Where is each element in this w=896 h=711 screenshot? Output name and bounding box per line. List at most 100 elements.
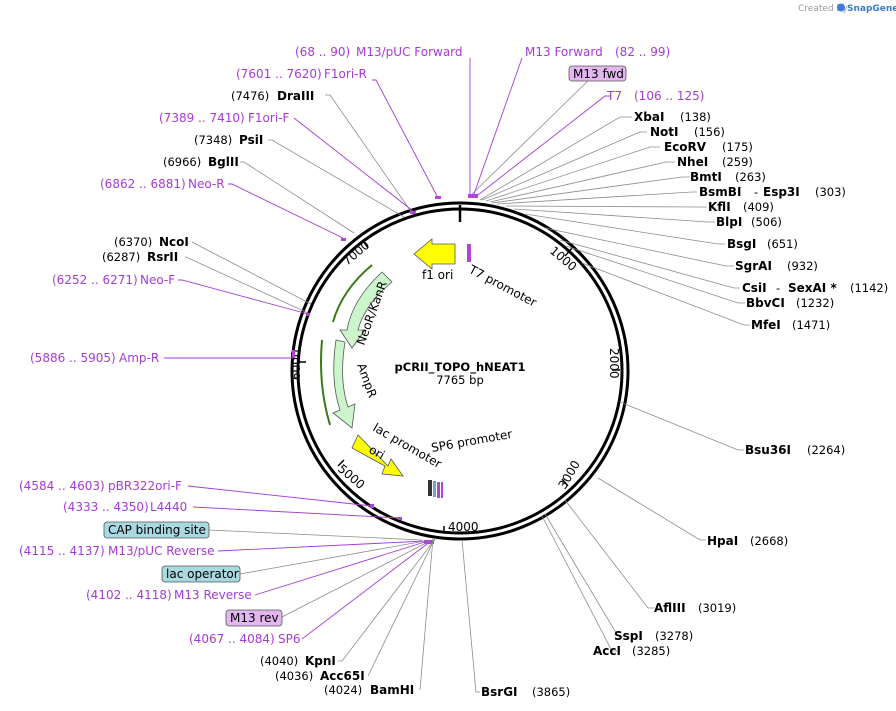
primer-name: M13 Reverse: [174, 588, 252, 602]
site-position: (6287): [102, 250, 140, 264]
site-position: (303): [815, 185, 846, 199]
site-leaders: [185, 94, 750, 693]
watermark-brand: SnapGene: [847, 4, 896, 14]
site-name: CsiI: [742, 281, 767, 295]
site-position: (6966): [163, 155, 201, 169]
site-separator: -: [754, 185, 758, 199]
site-name: BglII: [208, 155, 239, 169]
sp6-promoter-label: SP6 promoter: [430, 427, 513, 455]
boxed-feature-label: M13 fwd: [573, 67, 624, 81]
ruler-label-3000: 3000: [555, 458, 582, 491]
mcs-cluster: [428, 480, 443, 498]
site-position: (6370): [114, 235, 152, 249]
primer-range: (4102 .. 4118): [86, 588, 172, 602]
site-name: BsrGI: [481, 685, 518, 699]
primer-range: (6252 .. 6271): [52, 273, 138, 287]
primer-name: Neo-R: [188, 177, 225, 191]
site-position: (156): [694, 125, 725, 139]
t7-promoter-label: T7 promoter: [466, 262, 539, 310]
primer-range: (68 .. 90): [295, 45, 350, 59]
site-position: (175): [722, 140, 753, 154]
primer-range: (4584 .. 4603): [19, 479, 105, 493]
site-name: BamHI: [370, 683, 414, 697]
site-name: MfeI: [751, 318, 781, 332]
site-position: (409): [743, 200, 774, 214]
site-name: Esp3I: [763, 185, 800, 199]
primer-name: T7: [606, 89, 622, 103]
primer-name: L4440: [150, 500, 187, 514]
primer-range: (6862 .. 6881): [100, 177, 186, 191]
backbone-outer: [290, 201, 630, 541]
restriction-sites-right: XbaI (138) NotI (156) EcoRV (175) NheI (…: [481, 110, 888, 699]
boxed-feature-m13-rev[interactable]: M13 rev: [225, 609, 283, 627]
site-position: (932): [787, 259, 818, 273]
neor-kanr-arrow[interactable]: [339, 271, 393, 349]
boxed-feature-lac-operator[interactable]: lac operator: [161, 565, 241, 583]
primer-name: F1ori-F: [248, 111, 289, 125]
snapgene-logo-icon: [837, 3, 845, 12]
site-name: PsiI: [239, 133, 263, 147]
primer-range: (106 .. 125): [634, 89, 704, 103]
site-name: AccI: [593, 644, 621, 658]
primer-range: (5886 .. 5905): [30, 351, 116, 365]
site-name: SspI: [614, 629, 643, 643]
site-name: SexAI *: [788, 281, 837, 295]
primer-labels: (68 .. 90) M13/pUC Forward M13 Forward (…: [19, 45, 704, 646]
site-position: (7476): [231, 89, 269, 103]
site-position: (1471): [792, 318, 830, 332]
primer-range: (4115 .. 4137): [19, 544, 105, 558]
site-separator: -: [776, 281, 780, 295]
site-position: (7348): [194, 133, 232, 147]
site-position: (506): [751, 215, 782, 229]
boxed-feature-m13-fwd[interactable]: M13 fwd: [568, 65, 627, 82]
boxed-feature-label: M13 rev: [230, 611, 279, 625]
plasmid-name: pCRII_TOPO_hNEAT1: [395, 360, 526, 375]
site-position: (4036): [275, 669, 313, 683]
site-position: (3278): [655, 629, 693, 643]
boxed-feature-label: CAP binding site: [108, 523, 206, 537]
boxed-feature-cap-binding-site[interactable]: CAP binding site: [103, 521, 210, 539]
site-position: (4040): [260, 654, 298, 668]
site-name: KflI: [708, 200, 731, 214]
site-position: (2668): [750, 534, 788, 548]
ruler-label-6000: 6000: [289, 349, 303, 380]
site-name: AflIII: [654, 601, 686, 615]
ruler-label-4000: 4000: [448, 520, 479, 534]
f1-ori-label: f1 ori: [422, 268, 453, 282]
site-position: (3285): [632, 644, 670, 658]
site-position: (263): [735, 170, 766, 184]
primer-range: (7601 .. 7620): [236, 67, 322, 81]
primer-range: (82 .. 99): [615, 45, 670, 59]
primer-name: pBR322ori-F: [108, 479, 182, 493]
site-name: BlpI: [716, 215, 742, 229]
site-position: (1232): [796, 296, 834, 310]
primer-name: F1ori-R: [324, 67, 367, 81]
site-name: EcoRV: [664, 140, 707, 154]
ruler-label-7000: 7000: [340, 238, 372, 268]
site-name: BmtI: [690, 170, 722, 184]
site-name: DraIII: [277, 89, 314, 103]
primer-range: (7389 .. 7410): [159, 111, 245, 125]
site-position: (3865): [532, 685, 570, 699]
primer-name: Amp-R: [119, 351, 159, 365]
primer-name: M13 Forward: [525, 45, 603, 59]
f1-ori-arrow[interactable]: [413, 238, 456, 270]
site-name: NcoI: [159, 235, 189, 249]
ori-arrow[interactable]: [351, 434, 404, 477]
primer-name: Neo-F: [140, 273, 175, 287]
ampr-arrow[interactable]: [332, 339, 356, 429]
ruler: 1000 2000 3000 4000 5000 6000 7000: [289, 238, 621, 534]
primer-name: M13/pUC Forward: [356, 45, 463, 59]
watermark-prefix: Created by: [798, 4, 848, 14]
site-position: (3019): [698, 601, 736, 615]
site-name: BsmBI: [699, 185, 741, 199]
site-position: (2264): [807, 443, 845, 457]
restriction-sites-left: (7476) DraIII (7348) PsiI (6966) BglII (…: [102, 89, 414, 697]
site-name: Bsu36I: [745, 443, 791, 457]
primer-range: (4067 .. 4084): [189, 632, 275, 646]
site-name: BsgI: [727, 237, 756, 251]
site-name: NotI: [650, 125, 679, 139]
site-position: (259): [722, 155, 753, 169]
site-name: XbaI: [634, 110, 664, 124]
